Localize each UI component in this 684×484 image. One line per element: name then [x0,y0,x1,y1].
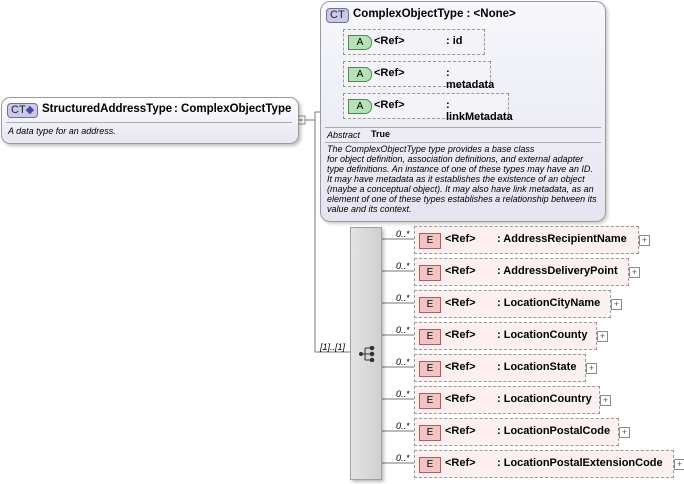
type-description: A data type for an address. [8,126,116,136]
element-icon: E [419,457,441,473]
element-location-state[interactable]: E <Ref> : LocationState [414,354,586,382]
sequence-icon [359,346,375,362]
attribute-link-metadata[interactable]: A <Ref> : linkMetadata [343,93,513,123]
expand-icon[interactable]: + [597,331,608,342]
element-ref: <Ref> [445,361,476,373]
documentation-line: for object definition, association defin… [327,154,584,164]
element-cardinality: 0..* [396,325,410,335]
structured-address-type-box[interactable]: CT◆ StructuredAddressType : ComplexObjec… [1,97,299,144]
element-location-county[interactable]: E <Ref> : LocationCounty [414,322,597,350]
expand-icon[interactable]: + [674,459,684,470]
element-ref: <Ref> [445,393,476,405]
attribute-metadata[interactable]: A <Ref> : metadata [343,61,494,91]
element-ref: <Ref> [445,297,476,309]
element-name: : LocationState [497,361,577,373]
divider [325,127,601,128]
attribute-icon: A [348,99,372,114]
attribute-id[interactable]: A <Ref> : id [343,29,485,55]
expand-icon[interactable]: + [586,363,597,374]
attribute-icon: A [348,35,372,50]
type-name: StructuredAddressType [42,103,173,115]
element-cardinality: 0..* [396,357,410,367]
element-ref: <Ref> [445,457,476,469]
attribute-ref: <Ref> [374,35,405,47]
attribute-name: : metadata [446,67,495,91]
element-location-country[interactable]: E <Ref> : LocationCountry [414,386,600,414]
element-cardinality: 0..* [396,389,410,399]
expand-icon[interactable]: + [619,427,630,438]
base-type-title: ComplexObjectType : <None> [353,8,516,20]
documentation-line: value and its context. [327,204,412,214]
element-address-recipient-name[interactable]: E <Ref> : AddressRecipientName [414,226,639,254]
documentation: The ComplexObjectType type provides a ba… [327,144,597,214]
expand-icon[interactable]: + [629,267,640,278]
element-name: : LocationCountry [497,393,592,405]
element-ref: <Ref> [445,425,476,437]
element-name: : LocationCityName [497,297,601,309]
divider [6,122,292,123]
element-cardinality: 0..* [396,421,410,431]
element-icon: E [419,393,441,409]
element-icon: E [419,297,441,313]
element-icon: E [419,329,441,345]
sequence-cardinality: [1]..[1] [320,342,346,352]
expand-icon[interactable]: + [600,395,611,406]
element-ref: <Ref> [445,265,476,277]
complex-type-icon: CT [326,8,349,23]
element-ref: <Ref> [445,233,476,245]
documentation-line: The ComplexObjectType type provides a ba… [327,144,535,154]
element-name: : LocationCounty [497,329,588,341]
documentation-line: element of one of these types establishe… [327,194,597,204]
element-icon: E [419,265,441,281]
base-type-ref: : ComplexObjectType [174,103,292,115]
element-cardinality: 0..* [396,229,410,239]
documentation-line: type definitions. An instance of one of … [327,164,593,174]
element-location-city-name[interactable]: E <Ref> : LocationCityName [414,290,611,318]
divider [325,142,601,143]
element-name: : LocationPostalCode [497,425,611,437]
attribute-name: : linkMetadata [446,99,513,123]
abstract-value: True [371,129,391,139]
sequence-compositor[interactable] [350,227,382,480]
element-cardinality: 0..* [396,453,410,463]
element-location-postal-extension-code[interactable]: E <Ref> : LocationPostalExtensionCode [414,450,674,478]
element-icon: E [419,233,441,249]
attribute-ref: <Ref> [374,99,405,111]
element-name: : LocationPostalExtensionCode [497,457,663,469]
complex-type-icon: CT◆ [7,103,39,118]
element-cardinality: 0..* [396,261,410,271]
attribute-icon: A [348,67,372,82]
complex-object-type-box[interactable]: CT ComplexObjectType : <None> A <Ref> : … [320,1,606,222]
element-address-delivery-point[interactable]: E <Ref> : AddressDeliveryPoint [414,258,629,286]
element-name: : AddressDeliveryPoint [497,265,618,277]
element-icon: E [419,425,441,441]
abstract-label: Abstract [327,130,361,140]
documentation-line: It may have metadata as it establishes t… [327,174,585,184]
element-ref: <Ref> [445,329,476,341]
element-cardinality: 0..* [396,293,410,303]
element-icon: E [419,361,441,377]
attribute-name: : id [446,35,463,47]
attribute-ref: <Ref> [374,67,405,79]
documentation-line: (maybe a conceptual object). It may also… [327,184,594,194]
element-name: : AddressRecipientName [497,233,627,245]
expand-icon[interactable]: + [639,235,650,246]
expand-icon[interactable]: + [611,299,622,310]
element-location-postal-code[interactable]: E <Ref> : LocationPostalCode [414,418,619,446]
